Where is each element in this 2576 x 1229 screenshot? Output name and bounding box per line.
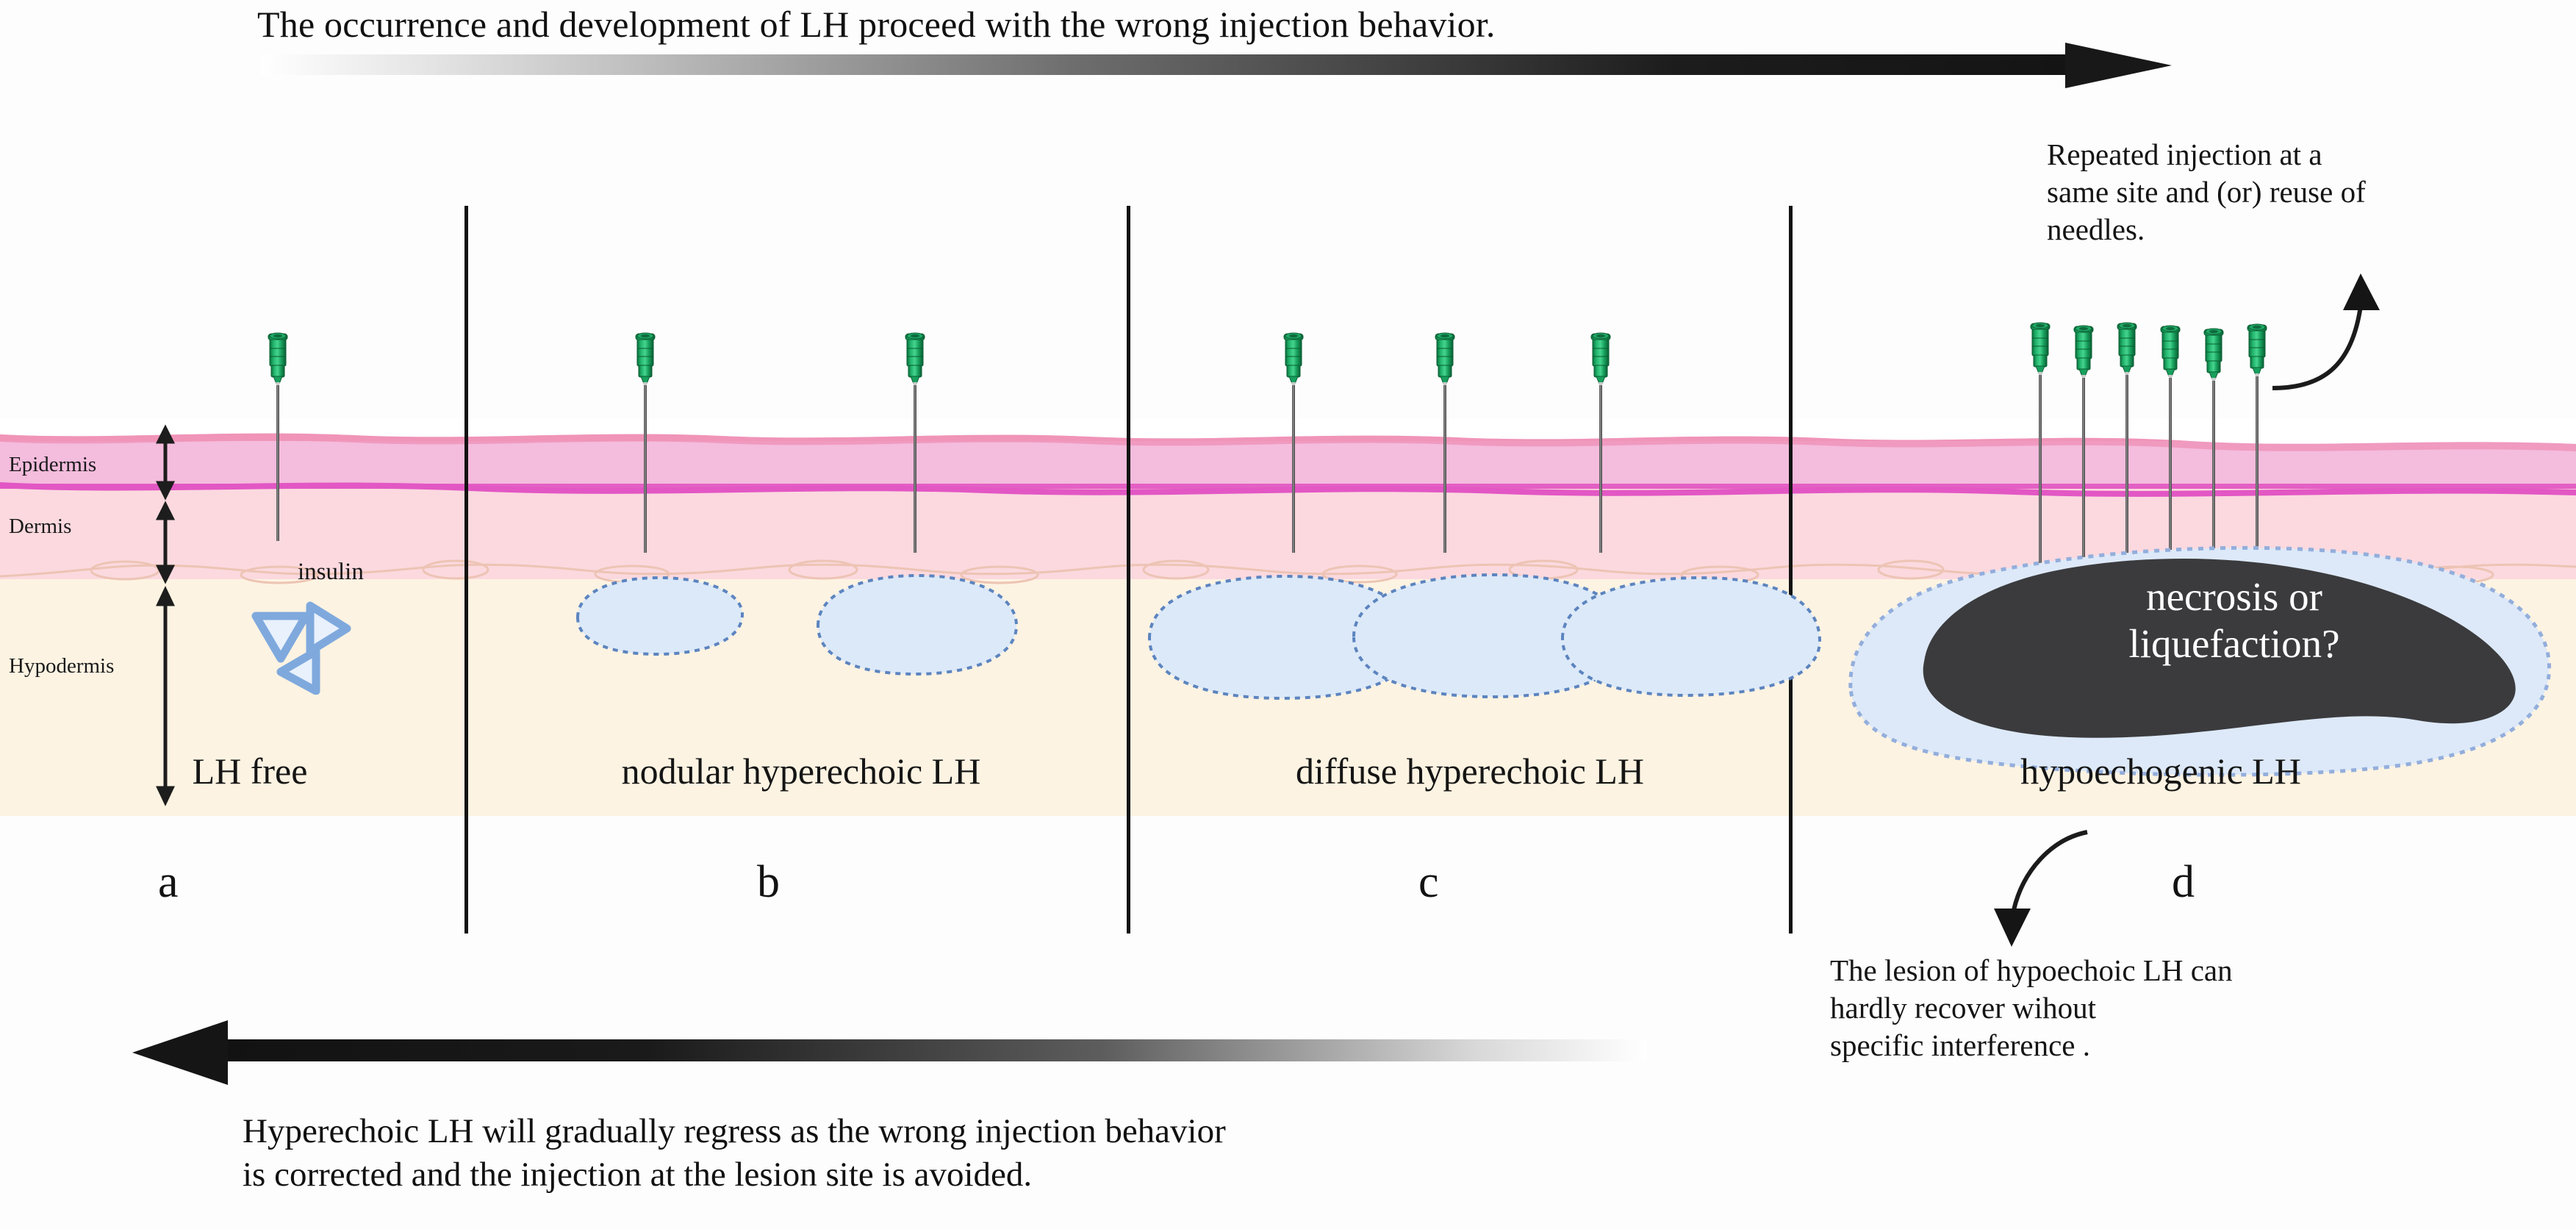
needle-shaft xyxy=(1443,385,1446,553)
annotation-repeated-injection: Repeated injection at a same site and (o… xyxy=(2047,136,2547,248)
panel-letter-a: a xyxy=(158,857,179,907)
annotation-bottom-line-1: The lesion of hypoechoic LH can xyxy=(1830,953,2233,987)
lesion-c2 xyxy=(1352,573,1629,699)
epidermis-label: Epidermis xyxy=(9,453,97,476)
lesion-b2 xyxy=(816,573,1019,676)
bottom-banner-line-2: is corrected and the injection at the le… xyxy=(243,1155,1033,1194)
annotation-top-line-2: same site and (or) reuse of xyxy=(2047,174,2366,209)
panel-title-a: LH free xyxy=(192,750,308,792)
needle-hub-icon xyxy=(635,332,656,387)
needle-shaft xyxy=(2212,381,2215,560)
necrosis-label: necrosis or liquefaction? xyxy=(2028,573,2440,667)
top-banner-text: The occurrence and development of LH pro… xyxy=(257,4,1496,45)
panel-title-d: hypoechogenic LH xyxy=(2020,750,2301,792)
epidermis-layer xyxy=(0,441,2576,487)
annotation-bottom-line-3: specific interference . xyxy=(1830,1028,2090,1062)
needle-hub-icon xyxy=(905,332,925,387)
necrosis-line-2: liquefaction? xyxy=(2128,620,2340,666)
needle-shaft xyxy=(2125,375,2128,565)
necrosis-line-1: necrosis or xyxy=(2146,574,2322,619)
annotation-bottom-line-2: hardly recover wihout xyxy=(1830,990,2097,1025)
needle-shaft xyxy=(644,385,647,553)
needle-hub-icon xyxy=(1435,332,1455,387)
needle-hub-icon xyxy=(1283,332,1304,387)
needle-hub-icon xyxy=(2203,328,2224,382)
annotation-top-line-1: Repeated injection at a xyxy=(2047,137,2322,171)
panel-title-b: nodular hyperechoic LH xyxy=(621,750,981,792)
needle-shaft xyxy=(1599,385,1602,553)
annotation-top-line-3: needles. xyxy=(2047,212,2145,246)
top-progression-arrow-icon xyxy=(261,43,2172,88)
needle-shaft xyxy=(276,385,279,541)
panel-letter-b: b xyxy=(757,857,780,907)
needle-hub-icon xyxy=(1590,332,1611,387)
layer-depth-dimension-arrows-icon xyxy=(155,424,176,806)
needle-hub-icon xyxy=(268,332,288,387)
curved-arrow-down-icon xyxy=(1994,830,2088,947)
insulin-particles-icon xyxy=(251,601,351,695)
necrosis-core xyxy=(1923,558,2516,738)
hypodermis-label: Hypodermis xyxy=(9,654,115,678)
curved-arrow-up-icon xyxy=(2272,273,2380,390)
needle-shaft xyxy=(2256,376,2259,562)
bottom-banner-line-1: Hyperechoic LH will gradually regress as… xyxy=(243,1112,1226,1150)
panel-divider-c-d xyxy=(1789,206,1793,934)
lesion-group-c xyxy=(1147,573,1822,701)
needle-hub-icon xyxy=(2073,325,2094,379)
panel-divider-a-b xyxy=(464,206,468,934)
needle-shaft xyxy=(2169,378,2172,562)
lesion-c3 xyxy=(1560,576,1822,698)
needle-shaft xyxy=(2039,375,2042,567)
needle-hub-icon xyxy=(2160,325,2181,379)
needle-shaft xyxy=(1292,385,1295,553)
lesion-b1 xyxy=(575,576,745,656)
panel-title-c: diffuse hyperechoic LH xyxy=(1296,750,1644,792)
panel-letter-c: c xyxy=(1418,857,1439,907)
dermis-label: Dermis xyxy=(9,515,72,538)
needle-shaft xyxy=(2082,378,2085,563)
needle-hub-icon xyxy=(2117,322,2137,376)
panel-letter-d: d xyxy=(2172,857,2195,907)
needle-shaft xyxy=(914,385,916,553)
lesion-d-hypoechoic xyxy=(1848,545,2552,777)
bottom-banner-text: Hyperechoic LH will gradually regress as… xyxy=(243,1110,1933,1197)
bottom-regression-arrow-icon xyxy=(132,1020,1646,1085)
needle-hub-icon xyxy=(2030,322,2051,376)
insulin-label: insulin xyxy=(298,559,364,585)
panel-divider-b-c xyxy=(1127,206,1130,934)
annotation-lesion-recovery: The lesion of hypoechoic LH can hardly r… xyxy=(1830,952,2440,1064)
